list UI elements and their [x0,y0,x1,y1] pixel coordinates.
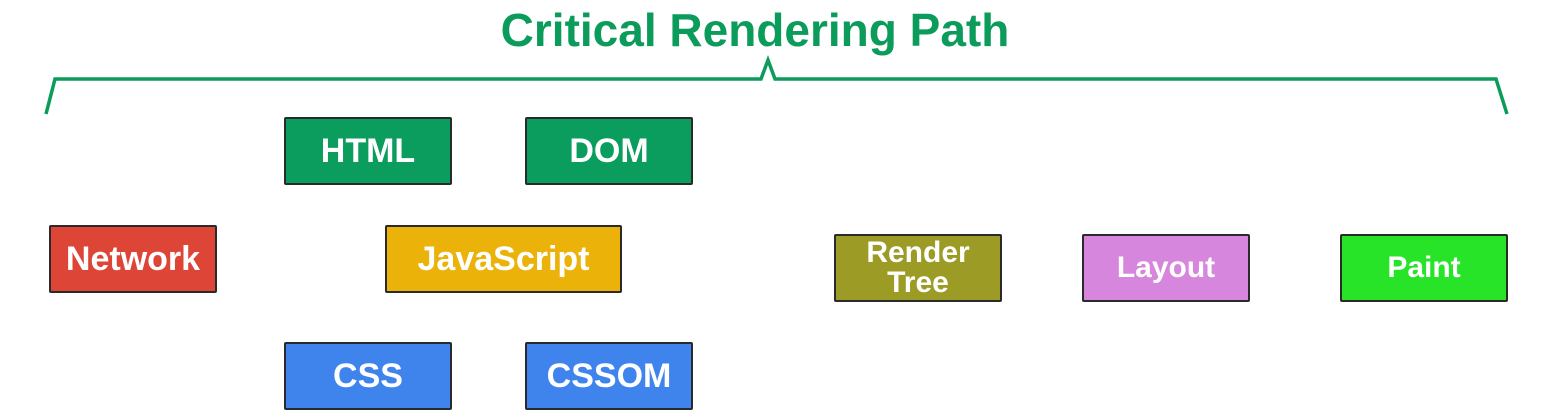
css-box: CSS [284,342,452,410]
paint-label: Paint [1387,251,1461,284]
layout-box: Layout [1082,234,1250,302]
cssom-label: CSSOM [546,357,672,395]
cssom-box: CSSOM [525,342,693,410]
javascript-label: JavaScript [417,240,590,278]
network-label: Network [65,240,201,278]
dom-box: DOM [525,117,693,185]
css-label: CSS [333,357,403,395]
brace-path [44,54,1509,115]
render-tree-box: Render Tree [834,234,1002,302]
html-label: HTML [320,132,416,170]
javascript-box: JavaScript [385,225,622,293]
paint-box: Paint [1340,234,1508,302]
html-box: HTML [284,117,452,185]
network-box: Network [49,225,217,293]
dom-label: DOM [569,132,649,170]
render-tree-label: Render Tree [866,236,970,299]
diagram-title: Critical Rendering Path [500,4,1010,56]
layout-label: Layout [1116,251,1216,284]
